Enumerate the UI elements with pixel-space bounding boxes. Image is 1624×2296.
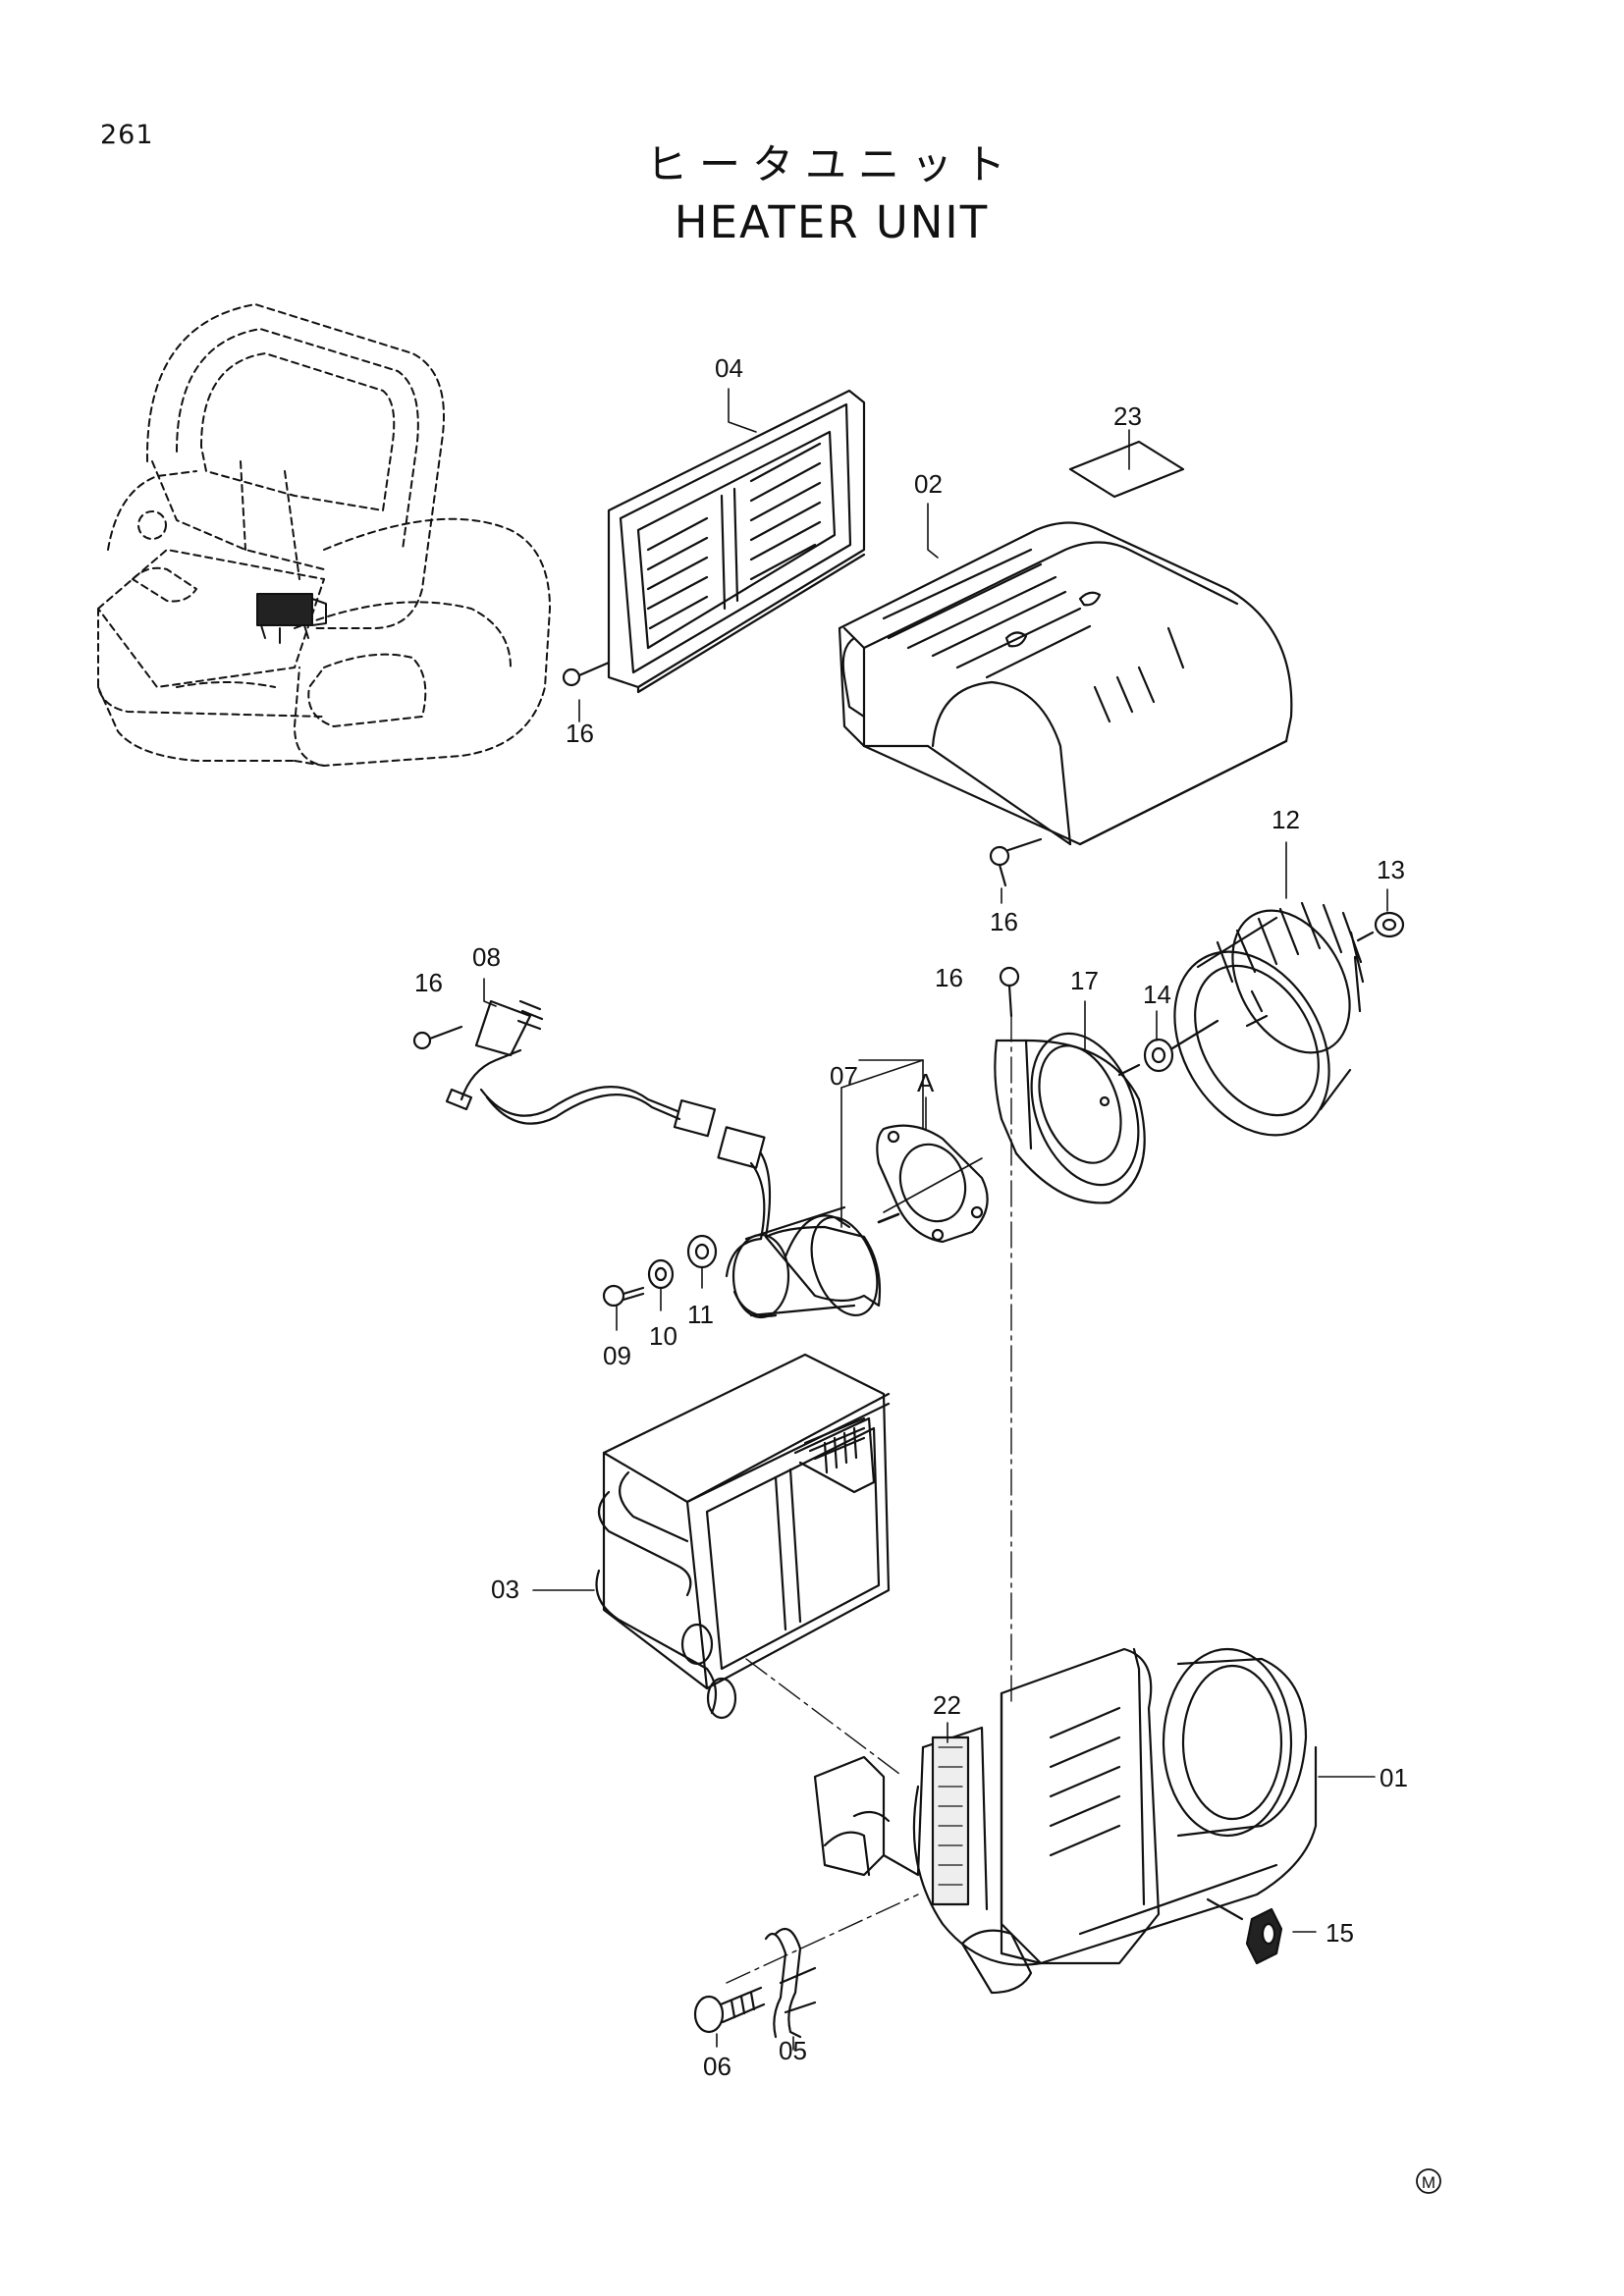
- title-english: HEATER UNIT: [674, 196, 990, 248]
- callout-06: 06: [703, 2052, 731, 2081]
- title-block: ヒータユニット HEATER UNIT: [0, 137, 1624, 253]
- part-labels: 04 23 02 16 16 12 13 08 16 16 17 14 07 A…: [414, 353, 1408, 2081]
- screw-16-harness: [412, 1025, 463, 1050]
- page-number: 261: [100, 120, 154, 150]
- circled-m-mark: M: [1416, 2168, 1441, 2194]
- callout-17: 17: [1070, 966, 1099, 995]
- title-japanese: ヒータユニット: [645, 140, 1017, 188]
- heater-location-marker: [256, 593, 327, 644]
- callout-04: 04: [715, 353, 743, 383]
- part-09-bolt: [602, 1284, 645, 1308]
- circled-m-letter: M: [1422, 2173, 1435, 2192]
- callout-16-bracket: 16: [935, 963, 963, 992]
- part-11-nut: [686, 1234, 718, 1269]
- assembly-lines: [726, 1015, 1012, 1984]
- screw-16-top: [562, 661, 611, 687]
- callout-14: 14: [1143, 980, 1171, 1009]
- callout-23: 23: [1113, 401, 1142, 431]
- part-05-clamp: [764, 1927, 817, 2039]
- part-02-cover: [838, 521, 1293, 846]
- callout-02: 02: [914, 469, 943, 499]
- callout-11: 11: [687, 1300, 714, 1329]
- part-15-grommet: [1206, 1897, 1283, 1965]
- callout-16-harness: 16: [414, 968, 443, 997]
- callout-16-cover: 16: [990, 907, 1018, 936]
- part-17-housing: [994, 1032, 1146, 1204]
- part-03-heater-core: [595, 1353, 891, 1720]
- part-10-washer: [647, 1258, 675, 1290]
- screw-16-bracket: [999, 966, 1020, 1018]
- part-06-bolt: [693, 1986, 766, 2034]
- callout-a: A: [917, 1068, 935, 1097]
- part-13-nut: [1356, 911, 1405, 942]
- part-14-washer: [1117, 1019, 1219, 1077]
- callout-07: 07: [830, 1061, 858, 1091]
- machine-overview: [97, 303, 551, 767]
- screw-16-cover: [989, 837, 1043, 887]
- callout-09: 09: [603, 1341, 631, 1370]
- callout-16-top: 16: [566, 719, 594, 748]
- callout-10: 10: [649, 1321, 677, 1351]
- callout-08: 08: [472, 942, 501, 972]
- callout-13: 13: [1377, 855, 1405, 884]
- leader-lines: [483, 388, 1388, 2051]
- part-04-filter-frame: [607, 389, 866, 694]
- part-a-gasket: [876, 1124, 989, 1244]
- callout-03: 03: [491, 1575, 519, 1604]
- callout-01: 01: [1380, 1763, 1408, 1792]
- callout-12: 12: [1272, 805, 1300, 834]
- callout-05: 05: [779, 2036, 807, 2065]
- callout-15: 15: [1326, 1918, 1354, 1948]
- part-12-blower-fan: [1173, 901, 1365, 1137]
- part-01-base: [813, 1647, 1318, 1995]
- callout-22: 22: [933, 1690, 961, 1720]
- part-23-label: [1068, 440, 1185, 499]
- harness: [445, 999, 772, 1241]
